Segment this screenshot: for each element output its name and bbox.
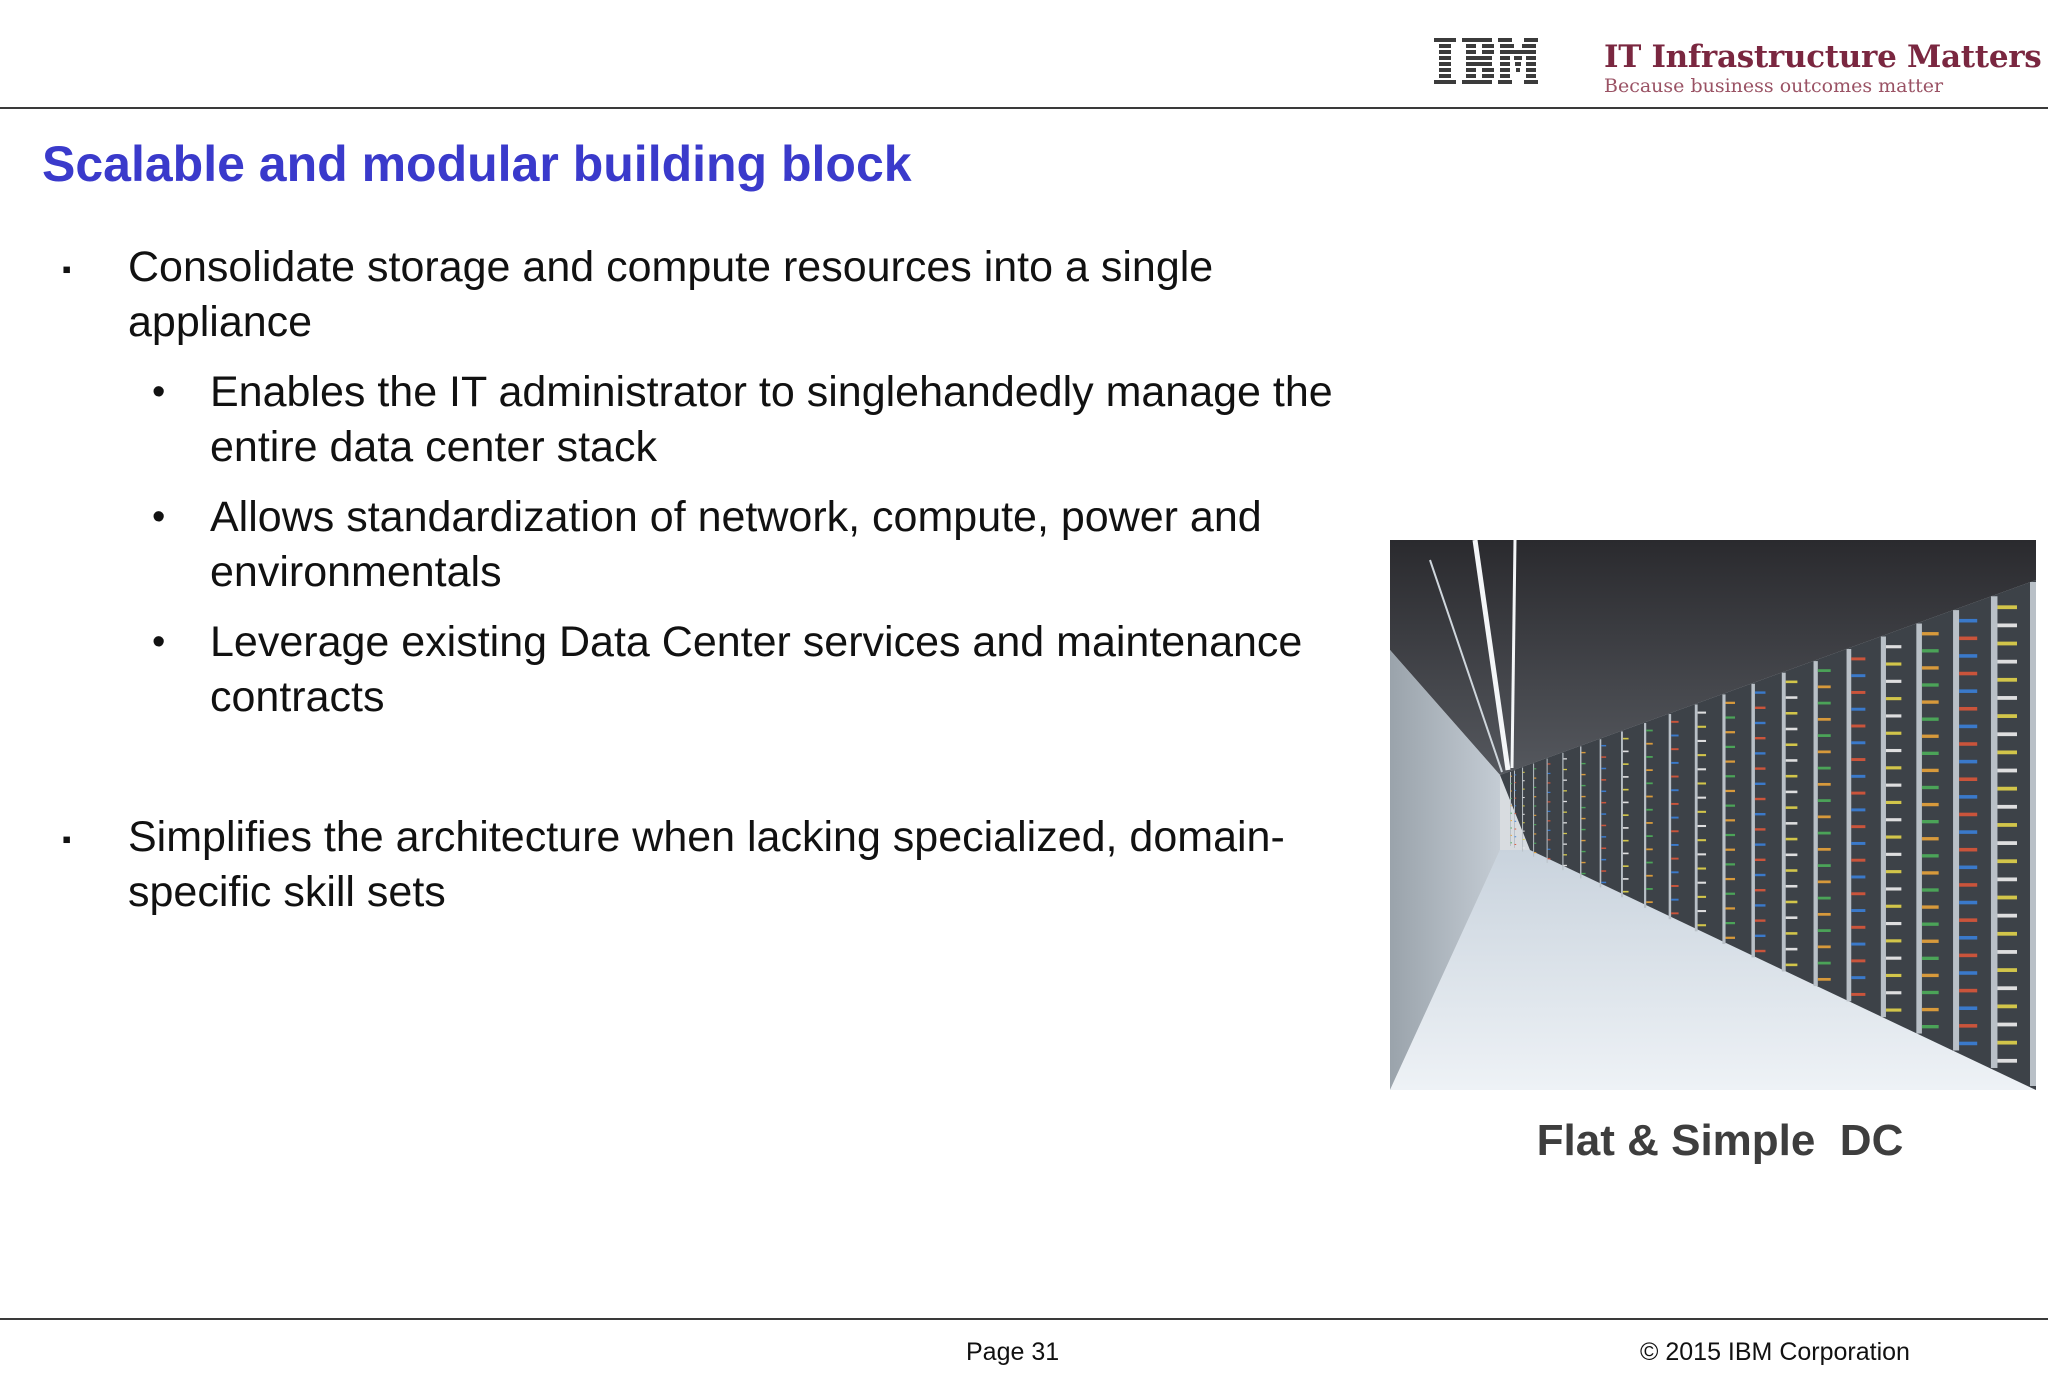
- header-divider: [0, 107, 2048, 109]
- brand-title: IT Infrastructure Matters: [1604, 39, 2042, 75]
- round-bullet-icon: •: [152, 496, 166, 538]
- sub-bullet-item: • Enables the IT administrator to single…: [152, 365, 1410, 475]
- slide-title: Scalable and modular building block: [42, 136, 912, 192]
- square-bullet-icon: ▪: [62, 254, 72, 284]
- ibm-logo-icon: [1432, 36, 1540, 86]
- square-bullet-icon: ▪: [62, 824, 72, 854]
- footer-divider: [0, 1318, 2048, 1320]
- brand-tagline: Because business outcomes matter: [1604, 75, 1944, 98]
- bullet-text: Simplifies the architecture when lacking…: [128, 813, 1285, 916]
- copyright-text: © 2015 IBM Corporation: [1640, 1338, 1910, 1366]
- image-caption: Flat & Simple DC: [1536, 1116, 1904, 1165]
- bullet-item: ▪ Consolidate storage and compute resour…: [62, 240, 1388, 350]
- data-center-photo: [1390, 540, 2036, 1090]
- bullet-text: Consolidate storage and compute resource…: [128, 243, 1214, 346]
- sub-bullet-text: Allows standardization of network, compu…: [210, 493, 1262, 596]
- round-bullet-icon: •: [152, 621, 166, 663]
- round-bullet-icon: •: [152, 371, 166, 413]
- page-number: Page 31: [966, 1338, 1060, 1366]
- sub-bullet-item: • Allows standardization of network, com…: [152, 490, 1410, 600]
- sub-bullet-text: Enables the IT administrator to singleha…: [210, 368, 1333, 471]
- brand-block: IT Infrastructure Matters Because busine…: [1604, 39, 2042, 98]
- sub-bullet-item: • Leverage existing Data Center services…: [152, 615, 1410, 725]
- bullet-item: ▪ Simplifies the architecture when lacki…: [62, 810, 1388, 920]
- sub-bullet-text: Leverage existing Data Center services a…: [210, 618, 1303, 721]
